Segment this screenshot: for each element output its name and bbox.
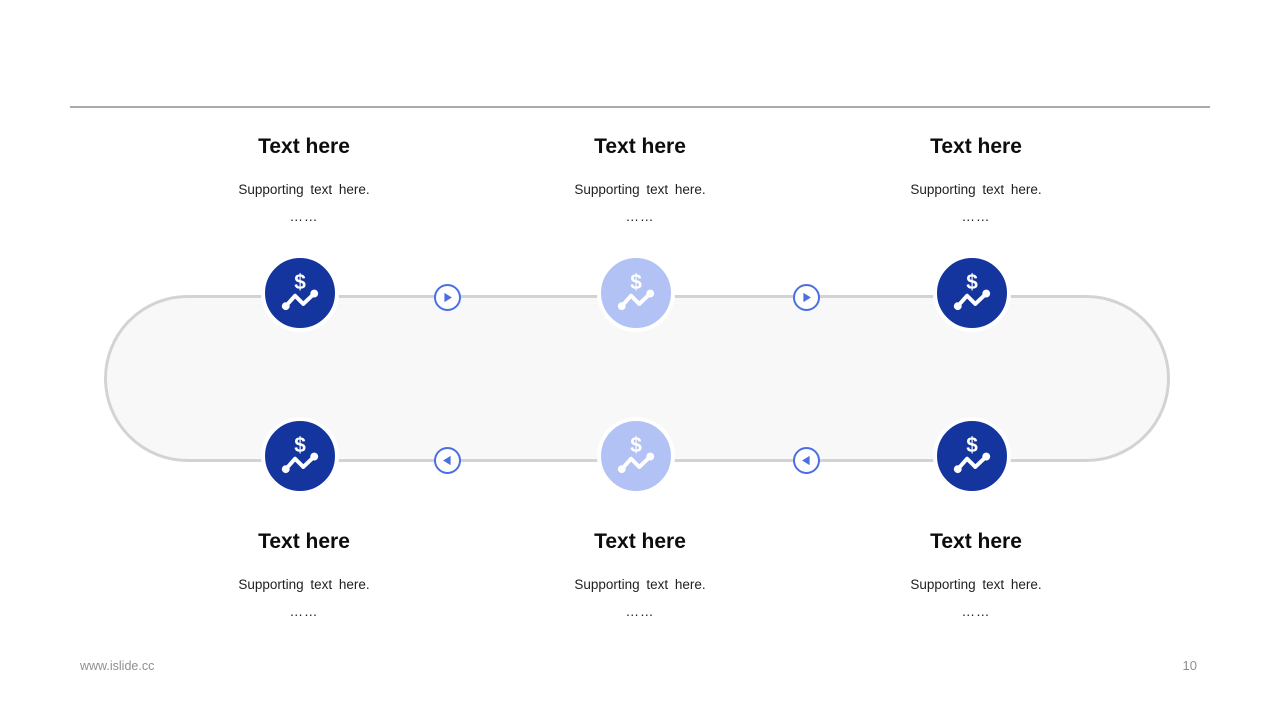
card-supporting-text: Supporting text here. xyxy=(574,577,706,592)
card-ellipsis: …… xyxy=(625,604,655,619)
svg-text:$: $ xyxy=(630,271,642,294)
svg-text:$: $ xyxy=(966,271,978,294)
card-ellipsis: …… xyxy=(289,209,319,224)
card-title: Text here xyxy=(594,135,686,158)
dollar-chart-icon: $ xyxy=(953,434,991,474)
play-right-icon xyxy=(803,292,811,303)
card-supporting-text: Supporting text here. xyxy=(238,577,370,592)
svg-text:$: $ xyxy=(294,434,306,457)
node-bottom-2: $ xyxy=(597,417,675,495)
node-bottom-1: $ xyxy=(261,417,339,495)
card-ellipsis: …… xyxy=(961,209,991,224)
arrow-button-bottom-2[interactable] xyxy=(793,447,820,474)
dollar-chart-icon: $ xyxy=(281,434,319,474)
play-right-icon xyxy=(444,292,452,303)
card-title: Text here xyxy=(594,530,686,553)
text-block-top-3: Text here Supporting text here. …… xyxy=(816,134,1136,226)
card-title: Text here xyxy=(258,135,350,158)
card-supporting-text: Supporting text here. xyxy=(910,182,1042,197)
card-title: Text here xyxy=(930,530,1022,553)
footer-website: www.islide.cc xyxy=(80,659,155,673)
arrow-button-top-2[interactable] xyxy=(793,284,820,311)
text-block-top-2: Text here Supporting text here. …… xyxy=(480,134,800,226)
svg-text:$: $ xyxy=(966,434,978,457)
node-top-1: $ xyxy=(261,254,339,332)
node-top-2: $ xyxy=(597,254,675,332)
text-block-top-1: Text here Supporting text here. …… xyxy=(144,134,464,226)
card-supporting-text: Supporting text here. xyxy=(910,577,1042,592)
card-title: Text here xyxy=(930,135,1022,158)
arrow-button-bottom-1[interactable] xyxy=(434,447,461,474)
text-block-bottom-3: Text here Supporting text here. …… xyxy=(816,529,1136,621)
card-title: Text here xyxy=(258,530,350,553)
card-supporting-text: Supporting text here. xyxy=(238,182,370,197)
svg-text:$: $ xyxy=(294,271,306,294)
node-bottom-3: $ xyxy=(933,417,1011,495)
dollar-chart-icon: $ xyxy=(617,434,655,474)
svg-text:$: $ xyxy=(630,434,642,457)
card-ellipsis: …… xyxy=(625,209,655,224)
dollar-chart-icon: $ xyxy=(281,271,319,311)
play-left-icon xyxy=(802,455,810,466)
dollar-chart-icon: $ xyxy=(617,271,655,311)
arrow-button-top-1[interactable] xyxy=(434,284,461,311)
play-left-icon xyxy=(443,455,451,466)
card-supporting-text: Supporting text here. xyxy=(574,182,706,197)
card-ellipsis: …… xyxy=(289,604,319,619)
node-top-3: $ xyxy=(933,254,1011,332)
card-ellipsis: …… xyxy=(961,604,991,619)
text-block-bottom-2: Text here Supporting text here. …… xyxy=(480,529,800,621)
page-number: 10 xyxy=(1182,658,1197,673)
dollar-chart-icon: $ xyxy=(953,271,991,311)
header-divider-line xyxy=(70,106,1210,108)
text-block-bottom-1: Text here Supporting text here. …… xyxy=(144,529,464,621)
